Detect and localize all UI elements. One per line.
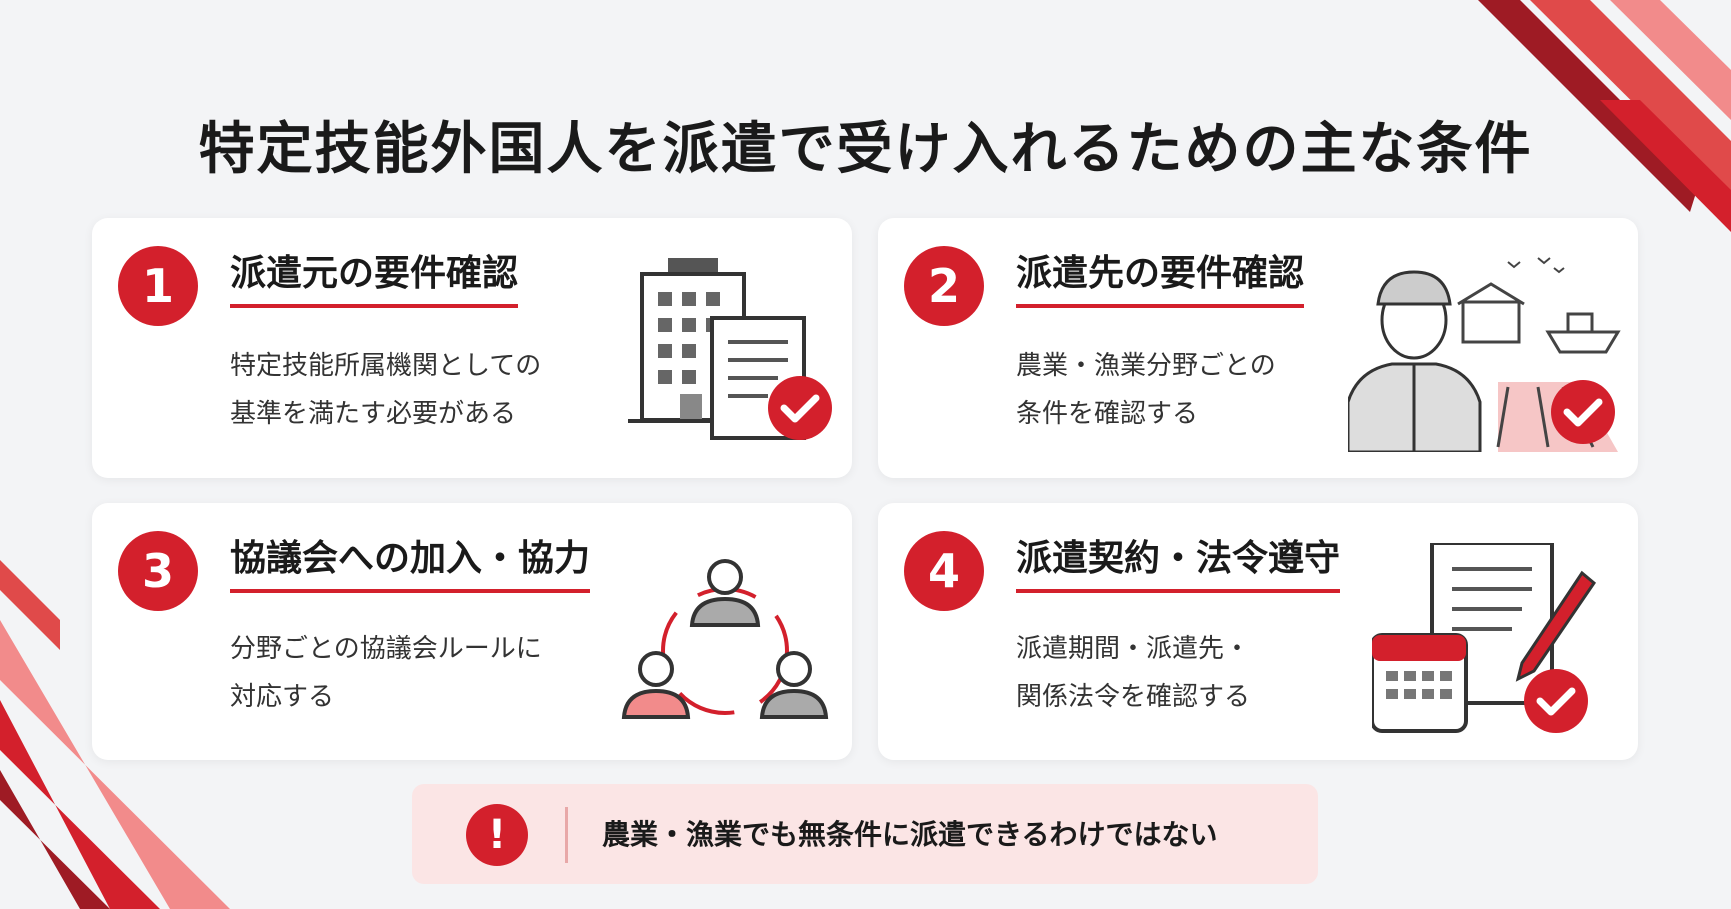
- divider: [565, 807, 568, 863]
- exclamation-icon: !: [466, 804, 528, 866]
- card-1: 1 派遣元の要件確認 特定技能所属機関としての 基準を満たす必要がある: [92, 218, 852, 478]
- desc-line: 基準を満たす必要がある: [230, 399, 517, 429]
- desc-line: 対応する: [230, 682, 335, 712]
- desc-line: 関係法令を確認する: [1016, 682, 1251, 712]
- card-heading: 派遣契約・法令遵守: [1016, 533, 1341, 593]
- contract-calendar-pen-check-icon: [1372, 543, 1597, 733]
- card-2: 2 派遣先の要件確認 農業・漁業分野ごとの 条件を確認する: [878, 218, 1638, 478]
- card-description: 派遣期間・派遣先・ 関係法令を確認する: [1016, 625, 1396, 721]
- warning-note: ! 農業・漁業でも無条件に派遣できるわけではない: [412, 784, 1318, 884]
- card-3: 3 協議会への加入・協力 分野ごとの協議会ルールに 対応する: [92, 503, 852, 760]
- card-heading: 派遣元の要件確認: [230, 248, 519, 308]
- people-network-icon: [621, 559, 829, 719]
- card-description: 特定技能所属機関としての 基準を満たす必要がある: [230, 342, 610, 438]
- page-title: 特定技能外国人を派遣で受け入れるための主な条件: [198, 117, 1533, 182]
- step-number-badge: 4: [904, 531, 984, 611]
- card-heading: 協議会への加入・協力: [230, 533, 591, 593]
- step-number-badge: 2: [904, 246, 984, 326]
- desc-line: 条件を確認する: [1016, 399, 1199, 429]
- office-building-document-check-icon: [628, 258, 832, 440]
- step-number-badge: 1: [118, 246, 198, 326]
- desc-line: 派遣期間・派遣先・: [1016, 634, 1251, 664]
- card-description: 分野ごとの協議会ルールに 対応する: [230, 625, 610, 721]
- desc-line: 分野ごとの協議会ルールに: [230, 634, 542, 664]
- desc-line: 農業・漁業分野ごとの: [1016, 351, 1276, 381]
- desc-line: 特定技能所属機関としての: [230, 351, 542, 381]
- card-4: 4 派遣契約・法令遵守 派遣期間・派遣先・ 関係法令を確認する: [878, 503, 1638, 760]
- card-heading: 派遣先の要件確認: [1016, 248, 1305, 308]
- card-description: 農業・漁業分野ごとの 条件を確認する: [1016, 342, 1396, 438]
- worker-farm-boat-check-icon: [1348, 257, 1621, 452]
- step-number-badge: 3: [118, 531, 198, 611]
- warning-text: 農業・漁業でも無条件に派遣できるわけではない: [602, 818, 1218, 851]
